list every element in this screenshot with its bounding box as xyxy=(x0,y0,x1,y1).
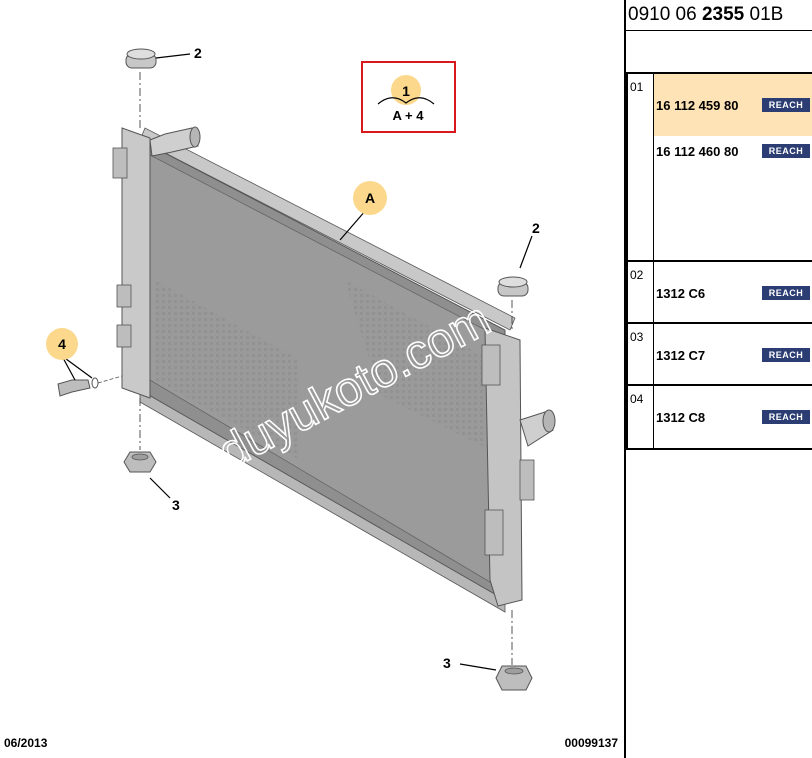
ref-divider xyxy=(626,30,812,31)
parts-row-04: 04 1312 C8 REACH xyxy=(628,386,812,448)
label-2-right: 2 xyxy=(532,220,540,236)
top-grommet[interactable] xyxy=(125,48,157,69)
part-number[interactable]: 16 112 460 80 xyxy=(656,144,739,159)
callout-4-text: 4 xyxy=(58,336,66,352)
reach-badge: REACH xyxy=(762,410,810,424)
footer-drawing-ref: 00099137 xyxy=(564,736,618,750)
label-3-right: 3 xyxy=(443,655,451,671)
reach-badge: REACH xyxy=(762,98,810,112)
radiator-core[interactable] xyxy=(139,127,516,613)
part-number[interactable]: 1312 C6 xyxy=(656,286,706,301)
part-number[interactable]: 16 112 459 80 xyxy=(656,98,739,113)
part-entry[interactable]: 1312 C7 REACH xyxy=(654,324,812,366)
ref-prefix: 0910 06 xyxy=(628,4,702,25)
reach-badge: REACH xyxy=(762,348,810,362)
ref-suffix: 01B xyxy=(744,4,784,25)
temperature-sensor[interactable] xyxy=(57,375,123,397)
catalog-reference: 0910 06 2355 01B xyxy=(628,2,812,32)
label-2-top: 2 xyxy=(194,45,202,61)
kit-callout-number: 1 xyxy=(402,83,410,99)
parts-row-03: 03 1312 C7 REACH xyxy=(628,324,812,386)
reach-badge: REACH xyxy=(762,286,810,300)
left-tank[interactable] xyxy=(112,127,151,399)
parts-row-02: 02 1312 C6 REACH xyxy=(628,262,812,324)
reach-badge: REACH xyxy=(762,144,810,158)
part-number[interactable]: 1312 C7 xyxy=(656,348,706,363)
bottom-right-mount[interactable] xyxy=(495,665,533,691)
row-number: 04 xyxy=(628,386,654,448)
part-entry[interactable]: 1312 C8 REACH xyxy=(654,386,812,428)
part-entry[interactable]: 1312 C6 REACH xyxy=(654,262,812,304)
callout-4[interactable]: 4 xyxy=(46,328,78,360)
callout-a-text: A xyxy=(365,190,375,206)
kit-callout-composition: A + 4 xyxy=(393,108,425,123)
bottom-left-mount[interactable] xyxy=(123,451,157,473)
part-number[interactable]: 1312 C8 xyxy=(656,410,706,425)
parts-table: 01 16 112 459 80 REACH 16 112 460 80 REA… xyxy=(626,72,812,450)
diagram-pane: 2 2 3 3 4 A 1 A + 4 duyukoto.com 06/2013… xyxy=(4,45,618,750)
right-tank[interactable] xyxy=(481,327,535,607)
label-3-left: 3 xyxy=(172,497,180,513)
pane-divider xyxy=(624,0,626,758)
radiator-diagram: 2 2 3 3 4 A 1 A + 4 duyukoto.com xyxy=(46,45,556,691)
lower-inlet-pipe[interactable] xyxy=(519,409,556,447)
upper-outlet-pipe[interactable] xyxy=(149,126,201,157)
footer-date: 06/2013 xyxy=(4,736,48,750)
row-number: 03 xyxy=(628,324,654,384)
right-grommet[interactable] xyxy=(497,276,529,297)
part-entry[interactable]: 16 112 460 80 REACH xyxy=(654,136,812,178)
row-number: 02 xyxy=(628,262,654,322)
ref-main: 2355 xyxy=(701,4,745,25)
part-entry-selected[interactable]: 16 112 459 80 REACH xyxy=(654,74,812,136)
kit-callout-box[interactable]: 1 A + 4 xyxy=(361,61,456,133)
callout-a[interactable]: A xyxy=(353,181,387,215)
leader-lines xyxy=(61,53,533,671)
parts-row-01: 01 16 112 459 80 REACH 16 112 460 80 REA… xyxy=(628,74,812,262)
parts-panel: 0910 06 2355 01B 01 16 112 459 80 REACH … xyxy=(626,0,812,758)
row-number: 01 xyxy=(628,74,654,260)
center-lines xyxy=(139,72,513,665)
